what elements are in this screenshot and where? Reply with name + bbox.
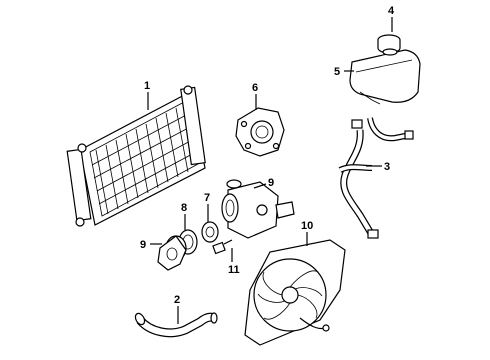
thermostat: [201, 221, 219, 243]
callout-label: 8: [181, 202, 187, 214]
radiator-core-mesh: [91, 107, 197, 215]
callout-3: 3: [366, 161, 390, 173]
fan-shroud-assembly: [244, 239, 346, 346]
callout-9-lower: 9: [140, 239, 162, 251]
heater-hose-assembly: [338, 117, 414, 239]
callout-label: 1: [144, 80, 150, 92]
callout-2: 2: [174, 294, 180, 324]
callout-7: 7: [204, 192, 210, 222]
coolant-reservoir: [349, 48, 421, 105]
thermostat-housing-lower: [157, 235, 187, 271]
callout-label: 10: [301, 220, 313, 232]
callout-label: 9: [140, 239, 146, 251]
temperature-sensor: [212, 239, 233, 255]
callout-label: 11: [228, 264, 240, 276]
callout-label: 9: [268, 177, 274, 189]
callout-9-upper: 9: [253, 177, 274, 189]
callout-6: 6: [252, 82, 258, 110]
callout-label: 6: [252, 82, 258, 94]
radiator: [66, 85, 206, 227]
callout-10: 10: [301, 220, 313, 246]
lower-radiator-hose: [134, 312, 218, 338]
callout-8: 8: [181, 202, 187, 230]
callout-1: 1: [144, 80, 150, 110]
callout-label: 2: [174, 294, 180, 306]
thermostat-housing-upper: [221, 179, 295, 239]
callout-label: 3: [384, 161, 390, 173]
water-pump: [235, 107, 285, 157]
callout-5: 5: [334, 66, 354, 78]
callout-4: 4: [388, 5, 395, 32]
callout-label: 4: [388, 5, 395, 17]
callout-label: 5: [334, 66, 340, 78]
callout-11: 11: [228, 248, 240, 276]
callout-label: 7: [204, 192, 210, 204]
